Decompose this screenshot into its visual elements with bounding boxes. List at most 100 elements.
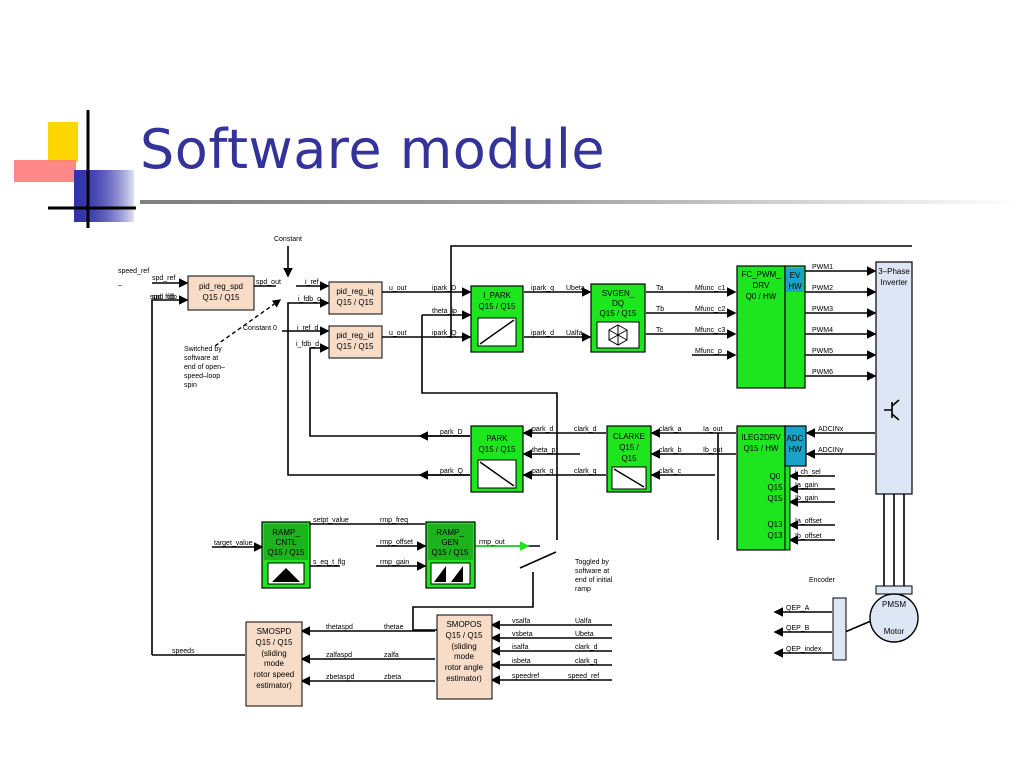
svg-text:speed–loop: speed–loop <box>184 373 220 380</box>
smopos-block: SMOPOS Q15 / Q15 (sliding mode rotor ang… <box>436 614 493 700</box>
svg-text:ADCINy: ADCINy <box>818 447 844 454</box>
svg-text:Ia_gain: Ia_gain <box>795 482 818 489</box>
wire-top-bus <box>450 245 912 338</box>
svg-text:Ia_out: Ia_out <box>703 426 723 433</box>
svg-text:Mfunc_c3: Mfunc_c3 <box>695 327 725 334</box>
svg-text:park_D: park_D <box>440 429 463 436</box>
svg-text:PWM1: PWM1 <box>812 264 833 271</box>
svg-text:zbetaspd: zbetaspd <box>326 674 355 681</box>
pid-reg-spd-block: pid_reg_spd Q15 / Q15 <box>187 275 255 311</box>
svg-text:Ia_offset: Ia_offset <box>795 518 822 525</box>
svg-text:(sliding: (sliding <box>261 649 286 658</box>
svg-text:end of initial: end of initial <box>575 577 613 584</box>
svg-text:isbeta: isbeta <box>512 658 531 665</box>
svg-text:Q15 / Q15: Q15 / Q15 <box>337 342 374 351</box>
svg-text:i_ref_d: i_ref_d <box>297 325 319 332</box>
speed-ref-input: speed_ref <box>118 268 149 275</box>
svg-text:Motor: Motor <box>884 627 905 636</box>
svg-text:CNTL: CNTL <box>276 538 297 547</box>
svg-text:clark_a: clark_a <box>659 426 682 433</box>
toggle-switch-arm <box>519 551 557 569</box>
svg-text:Q13: Q13 <box>767 520 783 529</box>
svg-text:theta_p: theta_p <box>532 447 555 454</box>
deco-yellow-square <box>48 122 78 162</box>
svg-text:PWM6: PWM6 <box>812 369 833 376</box>
park-block: PARK Q15 / Q15 <box>470 425 524 493</box>
wires <box>151 245 912 686</box>
svg-text:Encoder: Encoder <box>809 577 836 584</box>
svg-text:Ubeta: Ubeta <box>575 631 594 638</box>
svg-text:Ubeta: Ubeta <box>566 285 585 292</box>
title-rule <box>140 200 1020 204</box>
svg-text:Tc: Tc <box>656 327 664 334</box>
svg-text:Ib_out: Ib_out <box>703 447 723 454</box>
svg-text:theta_ip: theta_ip <box>432 308 457 315</box>
svg-text:Mfunc_p: Mfunc_p <box>695 348 722 355</box>
svg-text:Q15 / Q15: Q15 / Q15 <box>268 548 305 557</box>
svg-text:Q15 / Q15: Q15 / Q15 <box>432 548 469 557</box>
svg-text:HW: HW <box>788 445 802 454</box>
svg-text:i_fdb_d: i_fdb_d <box>296 341 319 348</box>
svg-text:I_PARK: I_PARK <box>483 291 512 300</box>
switch-arrow <box>214 299 282 347</box>
svg-text:PWM2: PWM2 <box>812 285 833 292</box>
svg-text:Q15 / Q15: Q15 / Q15 <box>256 638 293 647</box>
svg-text:Ib_offset: Ib_offset <box>795 533 822 540</box>
encoder-block: Encoder <box>809 577 847 661</box>
svg-text:Q0: Q0 <box>770 472 781 481</box>
svg-text:rotor speed: rotor speed <box>254 670 294 679</box>
svg-text:ipark_Q: ipark_Q <box>432 330 457 337</box>
svg-text:pid_reg_id: pid_reg_id <box>336 331 373 340</box>
ramp-gen-block: RAMP_ GEN Q15 / Q15 <box>425 521 476 589</box>
svg-text:speed_ref: speed_ref <box>568 673 599 680</box>
svg-text:Mfunc_c1: Mfunc_c1 <box>695 285 725 292</box>
svg-text:spd_out: spd_out <box>256 279 281 286</box>
ev-hw-block: EV HW <box>784 265 806 389</box>
svg-text:QEP_index: QEP_index <box>786 646 822 653</box>
wire-theta-loop <box>421 315 558 540</box>
svg-text:rmp_freq: rmp_freq <box>380 517 408 524</box>
adc-hw-block: ADC HW <box>784 425 807 551</box>
svg-text:clark_c: clark_c <box>659 468 682 475</box>
svg-text:FC_PWM_: FC_PWM_ <box>741 270 781 279</box>
svg-text:SMOSPD: SMOSPD <box>257 627 292 636</box>
svg-text:spd_fdb: spd_fdb <box>152 294 177 301</box>
ramp-cntl-block: RAMP_ CNTL Q15 / Q15 <box>261 521 311 589</box>
svg-text:thetaspd: thetaspd <box>326 624 353 631</box>
ipark-block: I_PARK Q15 / Q15 <box>470 285 524 353</box>
svg-text:Q15: Q15 <box>767 494 783 503</box>
svg-text:s_eq_t_flg: s_eq_t_flg <box>313 559 345 566</box>
svg-text:Q0 / HW: Q0 / HW <box>746 292 777 301</box>
svg-text:u_out: u_out <box>389 285 407 292</box>
svg-text:park_q: park_q <box>532 468 554 475</box>
svg-text:Ualfa: Ualfa <box>566 330 582 337</box>
wire-park-q-fb <box>287 298 470 476</box>
svg-text:clark_q: clark_q <box>575 658 598 665</box>
svg-text:3–Phase: 3–Phase <box>878 267 910 276</box>
signal-labels: Constant Constant 0 speed_ref – spd_fdb … <box>118 236 844 681</box>
fc-pwm-drv-block: FC_PWM_ DRV Q0 / HW <box>736 265 786 389</box>
svg-text:i_ref: i_ref <box>305 279 319 286</box>
svg-text:park_Q: park_Q <box>440 468 464 475</box>
svg-text:Q15 / Q15: Q15 / Q15 <box>337 298 374 307</box>
slide-title: Software module <box>140 118 606 181</box>
svg-text:mode: mode <box>454 652 475 661</box>
svg-text:park_d: park_d <box>532 426 554 433</box>
svg-text:zalfa: zalfa <box>384 652 399 659</box>
svg-text:u_out: u_out <box>389 330 407 337</box>
svg-text:speeds: speeds <box>172 648 195 655</box>
svg-text:software at: software at <box>575 568 609 575</box>
svg-text:QEP_B: QEP_B <box>786 625 810 632</box>
svg-text:ramp: ramp <box>575 586 591 593</box>
svg-text:Tb: Tb <box>656 306 664 313</box>
constant0-label: Constant 0 <box>243 325 277 332</box>
svg-text:thetae: thetae <box>384 624 404 631</box>
svg-text:mode: mode <box>264 659 285 668</box>
svg-text:SMOPOS: SMOPOS <box>446 620 481 629</box>
svg-text:EV: EV <box>790 271 801 280</box>
pid-reg-iq-block: pid_reg_iq Q15 / Q15 <box>328 281 383 315</box>
svg-text:rotor angle: rotor angle <box>445 663 484 672</box>
svg-text:Q15: Q15 <box>767 483 783 492</box>
svg-text:Q15 / Q15: Q15 / Q15 <box>446 631 483 640</box>
svg-text:vsalfa: vsalfa <box>512 618 530 625</box>
